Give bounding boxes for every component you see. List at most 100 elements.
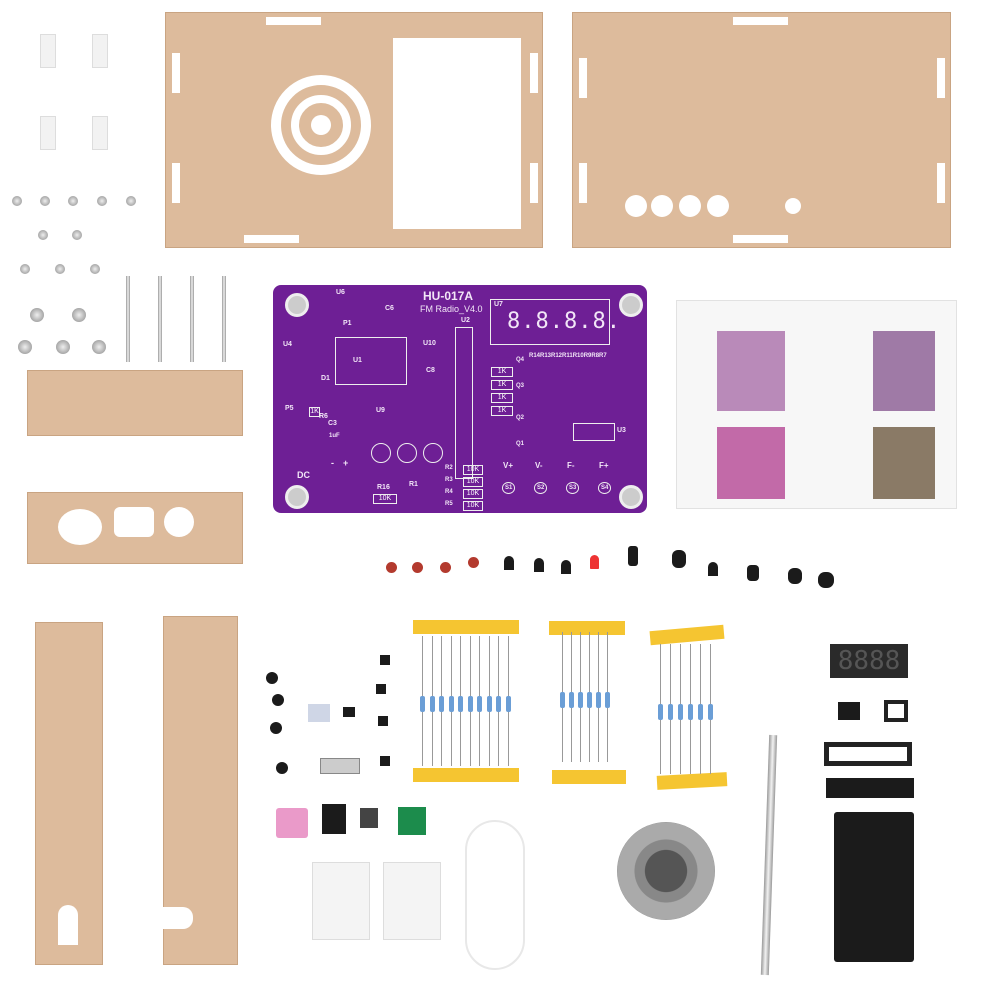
instruction-manual bbox=[676, 300, 957, 509]
ceramic-capacitor bbox=[468, 557, 479, 568]
label-q4: Q4 bbox=[516, 357, 525, 363]
switch-s4: S4 bbox=[598, 482, 612, 494]
button-label-f-minus: F- bbox=[567, 461, 575, 470]
acrylic-back-panel bbox=[572, 12, 951, 248]
nut bbox=[30, 308, 44, 322]
label-u2: U2 bbox=[461, 317, 470, 324]
electrolytic-capacitor bbox=[628, 546, 638, 566]
resistor-tape bbox=[413, 620, 519, 634]
nut bbox=[12, 196, 22, 206]
label-r5: R5 bbox=[445, 501, 453, 507]
telescopic-antenna bbox=[760, 734, 778, 976]
resistor bbox=[496, 696, 501, 712]
label-d1: D1 bbox=[321, 375, 330, 382]
label-q2: Q2 bbox=[516, 415, 525, 421]
resistor-tape bbox=[552, 770, 626, 784]
label-q1: Q1 bbox=[516, 441, 525, 447]
foam-tape bbox=[312, 862, 370, 940]
resistor bbox=[698, 704, 703, 720]
switch bbox=[343, 707, 355, 717]
nut bbox=[40, 196, 50, 206]
switch-s3: S3 bbox=[566, 482, 580, 494]
resistor-1k: 1K bbox=[491, 380, 513, 390]
screw bbox=[90, 264, 100, 274]
label-r6: R6 bbox=[319, 413, 328, 420]
nut bbox=[126, 196, 136, 206]
electrolytic-capacitor bbox=[818, 572, 834, 588]
resistor bbox=[578, 692, 583, 708]
resistor-10k: 10K bbox=[463, 477, 483, 487]
label-r1: R1 bbox=[409, 481, 418, 488]
acrylic-long-piece bbox=[35, 622, 103, 965]
label-r3: R3 bbox=[445, 477, 453, 483]
resistor bbox=[587, 692, 592, 708]
label-p1: P1 bbox=[343, 320, 352, 327]
resistor-tape bbox=[656, 772, 728, 790]
ceramic-capacitor bbox=[440, 562, 451, 573]
screw bbox=[55, 264, 65, 274]
speaker-grille bbox=[271, 75, 371, 175]
button-label-v-plus: V+ bbox=[503, 461, 514, 470]
label-c6: C6 bbox=[385, 305, 394, 312]
standoff bbox=[92, 116, 108, 150]
foam-tape bbox=[383, 862, 441, 940]
resistor bbox=[420, 696, 425, 712]
tact-switch bbox=[378, 716, 388, 726]
resistor bbox=[458, 696, 463, 712]
acrylic-side-piece bbox=[27, 370, 243, 436]
label-minus: - bbox=[331, 458, 334, 468]
pcb-subtitle: FM Radio_V4.0 bbox=[420, 304, 483, 314]
acrylic-side-piece bbox=[27, 492, 243, 564]
resistor bbox=[668, 704, 673, 720]
tact-switch bbox=[380, 756, 390, 766]
label-c8: C8 bbox=[426, 367, 435, 374]
electrolytic-capacitor bbox=[747, 565, 759, 581]
ceramic-capacitor bbox=[386, 562, 397, 573]
resistor bbox=[678, 704, 683, 720]
label-r2: R2 bbox=[445, 465, 453, 471]
potentiometer bbox=[308, 704, 330, 722]
transistor bbox=[561, 560, 571, 574]
knob bbox=[272, 694, 284, 706]
ic-chip bbox=[322, 804, 346, 834]
ic-chip bbox=[838, 702, 860, 720]
resistor-10k: 10K bbox=[463, 489, 483, 499]
resistor bbox=[448, 696, 454, 712]
long-screw bbox=[158, 276, 162, 362]
long-screw bbox=[222, 276, 226, 362]
r6-value: 1K bbox=[309, 407, 320, 417]
resistor bbox=[467, 696, 473, 712]
long-screw bbox=[126, 276, 130, 362]
label-u3: U3 bbox=[617, 427, 626, 434]
usb-port bbox=[360, 808, 378, 828]
resistor-1k: 1K bbox=[491, 367, 513, 377]
tact-switch bbox=[380, 655, 390, 665]
resistor bbox=[439, 696, 444, 712]
transistor bbox=[708, 562, 718, 576]
label-r16: R16 bbox=[377, 484, 390, 491]
label-r4: R4 bbox=[445, 489, 453, 495]
resistor bbox=[477, 696, 482, 712]
nut bbox=[72, 308, 86, 322]
screw bbox=[72, 230, 82, 240]
fm-module bbox=[398, 807, 426, 835]
ic-socket bbox=[884, 700, 908, 722]
resistor-10k: 10K bbox=[463, 501, 483, 511]
resistor bbox=[658, 704, 663, 720]
transistor bbox=[504, 556, 514, 570]
nut bbox=[92, 340, 106, 354]
label-u6: U6 bbox=[336, 289, 345, 296]
seven-seg-outline: 8.8.8.8. bbox=[507, 309, 621, 334]
u3-footprint bbox=[573, 423, 615, 441]
acrylic-front-panel bbox=[165, 12, 543, 248]
seven-segment-display: 8888 bbox=[830, 644, 908, 678]
button-label-v-minus: V- bbox=[535, 461, 543, 470]
resistor-tape bbox=[649, 624, 725, 646]
speaker bbox=[617, 822, 715, 920]
resistor bbox=[688, 704, 693, 720]
battery-holder bbox=[834, 812, 914, 962]
electrolytic-capacitor bbox=[672, 550, 686, 568]
label-q3: Q3 bbox=[516, 383, 525, 389]
ic-socket bbox=[824, 742, 912, 766]
